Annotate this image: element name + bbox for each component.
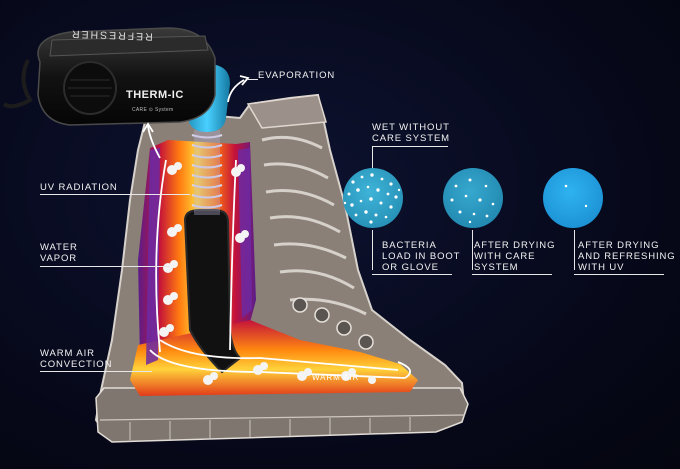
evaporation-arrow [227,79,245,103]
boot-sole [95,387,469,443]
device-sub-label: CARE ⊙ System [132,107,174,113]
boot-eyelets [292,297,374,350]
caption-3-line-1: AFTER DRYING [578,240,660,251]
caption-2-connector [472,230,473,270]
circles-header: WET WITHOUT CARE SYSTEM [372,122,450,144]
evaporation-label: EVAPORATION [258,70,336,81]
caption-1-line-3: OR GLOVE [382,262,439,273]
bacteria-circle-uv [543,168,603,228]
caption-1-underline [372,274,452,275]
evaporation-arrow-left [147,125,161,159]
caption-3-connector [574,230,575,270]
caption-after-drying-care: AFTER DRYING WITH CARE SYSTEM [474,240,555,273]
water-vapor-line-1: WATER [40,242,78,253]
warm-air-inside-label: WARM AIR [312,373,360,382]
warm-air-convection-label: WARM AIR CONVECTION [40,348,112,370]
caption-1-connector [372,230,373,270]
water-vapor-line-2: VAPOR [40,253,78,264]
caption-3-line-2: AND REFRESHING [578,251,676,262]
caption-2-underline [472,274,552,275]
caption-1-line-2: LOAD IN BOOT [382,251,461,262]
water-vapor-line [40,266,170,267]
device-brand-label: THERM-IC [126,89,184,101]
caption-after-drying-uv: AFTER DRYING AND REFRESHING WITH UV [578,240,676,273]
caption-bacteria-load: BACTERIA LOAD IN BOOT OR GLOVE [382,240,460,273]
bacteria-circle-dried [443,168,503,228]
caption-3-line-3: WITH UV [578,262,625,273]
boot-collar [246,94,327,129]
warm-air-convection-line-2: CONVECTION [40,359,113,370]
uv-coil [191,134,223,209]
uv-radiation-label: UV RADIATION [40,182,118,193]
caption-2-line-3: SYSTEM [474,262,519,273]
water-vapor-label: WATER VAPOR [40,242,78,264]
uv-radiation-line [40,194,190,195]
circles-header-line-1: WET WITHOUT [372,122,450,133]
circles-header-line-2: CARE SYSTEM [372,133,450,144]
caption-2-line-2: WITH CARE [474,251,536,262]
caption-2-line-1: AFTER DRYING [474,240,556,251]
bacteria-circle-wet [343,168,403,228]
caption-3-underline [574,274,664,275]
circles-header-underline [372,146,448,147]
warm-air-convection-line [40,371,152,372]
evaporation-line [248,79,258,80]
circles-header-connector [372,146,373,168]
device-model-label: REFRESHER [69,27,153,43]
warm-air-convection-line-1: WARM AIR [40,348,95,359]
caption-1-line-1: BACTERIA [382,240,437,251]
vapor-puffs [159,162,376,385]
